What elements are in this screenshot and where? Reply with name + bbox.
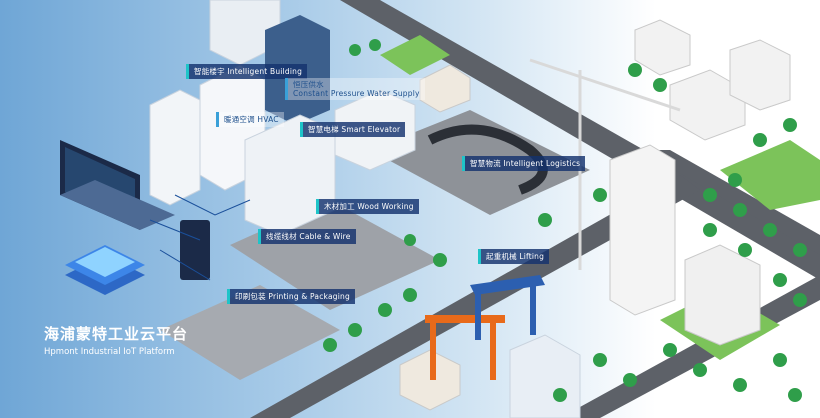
gantry-crane-icon: [425, 315, 505, 380]
label-intelligent-building[interactable]: 智能楼宇 Intelligent Building: [186, 64, 308, 79]
buildings: [149, 0, 791, 418]
label-wood-working[interactable]: 木材加工 Wood Working: [316, 199, 419, 214]
label-water-supply[interactable]: 恒压供水 Constant Pressure Water Supply: [285, 78, 425, 100]
platform-brand: 海浦蒙特工业云平台 Hpmont Industrial IoT Platform: [44, 323, 188, 357]
brand-title-en: Hpmont Industrial IoT Platform: [44, 347, 175, 357]
bridge-crane-icon: [470, 275, 545, 340]
trees: [323, 39, 807, 402]
label-printing-packaging[interactable]: 印刷包装 Printing & Packaging: [227, 289, 355, 304]
printing-platform: [160, 285, 340, 380]
server-stack-icon: [65, 245, 145, 295]
label-smart-elevator[interactable]: 智慧电梯 Smart Elevator: [300, 122, 406, 137]
conveyor-icon: [427, 124, 548, 195]
brand-title-cn: 海浦蒙特工业云平台: [44, 325, 189, 343]
label-lifting[interactable]: 起重机械 Lifting: [478, 249, 550, 264]
label-hvac[interactable]: 暖通空调 HVAC: [216, 112, 284, 127]
grass-lot-2: [720, 140, 820, 210]
connection-lines: [149, 194, 251, 281]
label-cable-wire[interactable]: 线缆线材 Cable & Wire: [258, 229, 356, 244]
grass-lot-3: [380, 35, 450, 75]
label-water-en: Constant Pressure Water Supply: [293, 89, 420, 98]
label-water-cn: 恒压供水: [293, 80, 324, 89]
label-intelligent-logistics[interactable]: 智慧物流 Intelligent Logistics: [462, 156, 586, 171]
laptop-icon: [60, 140, 175, 230]
